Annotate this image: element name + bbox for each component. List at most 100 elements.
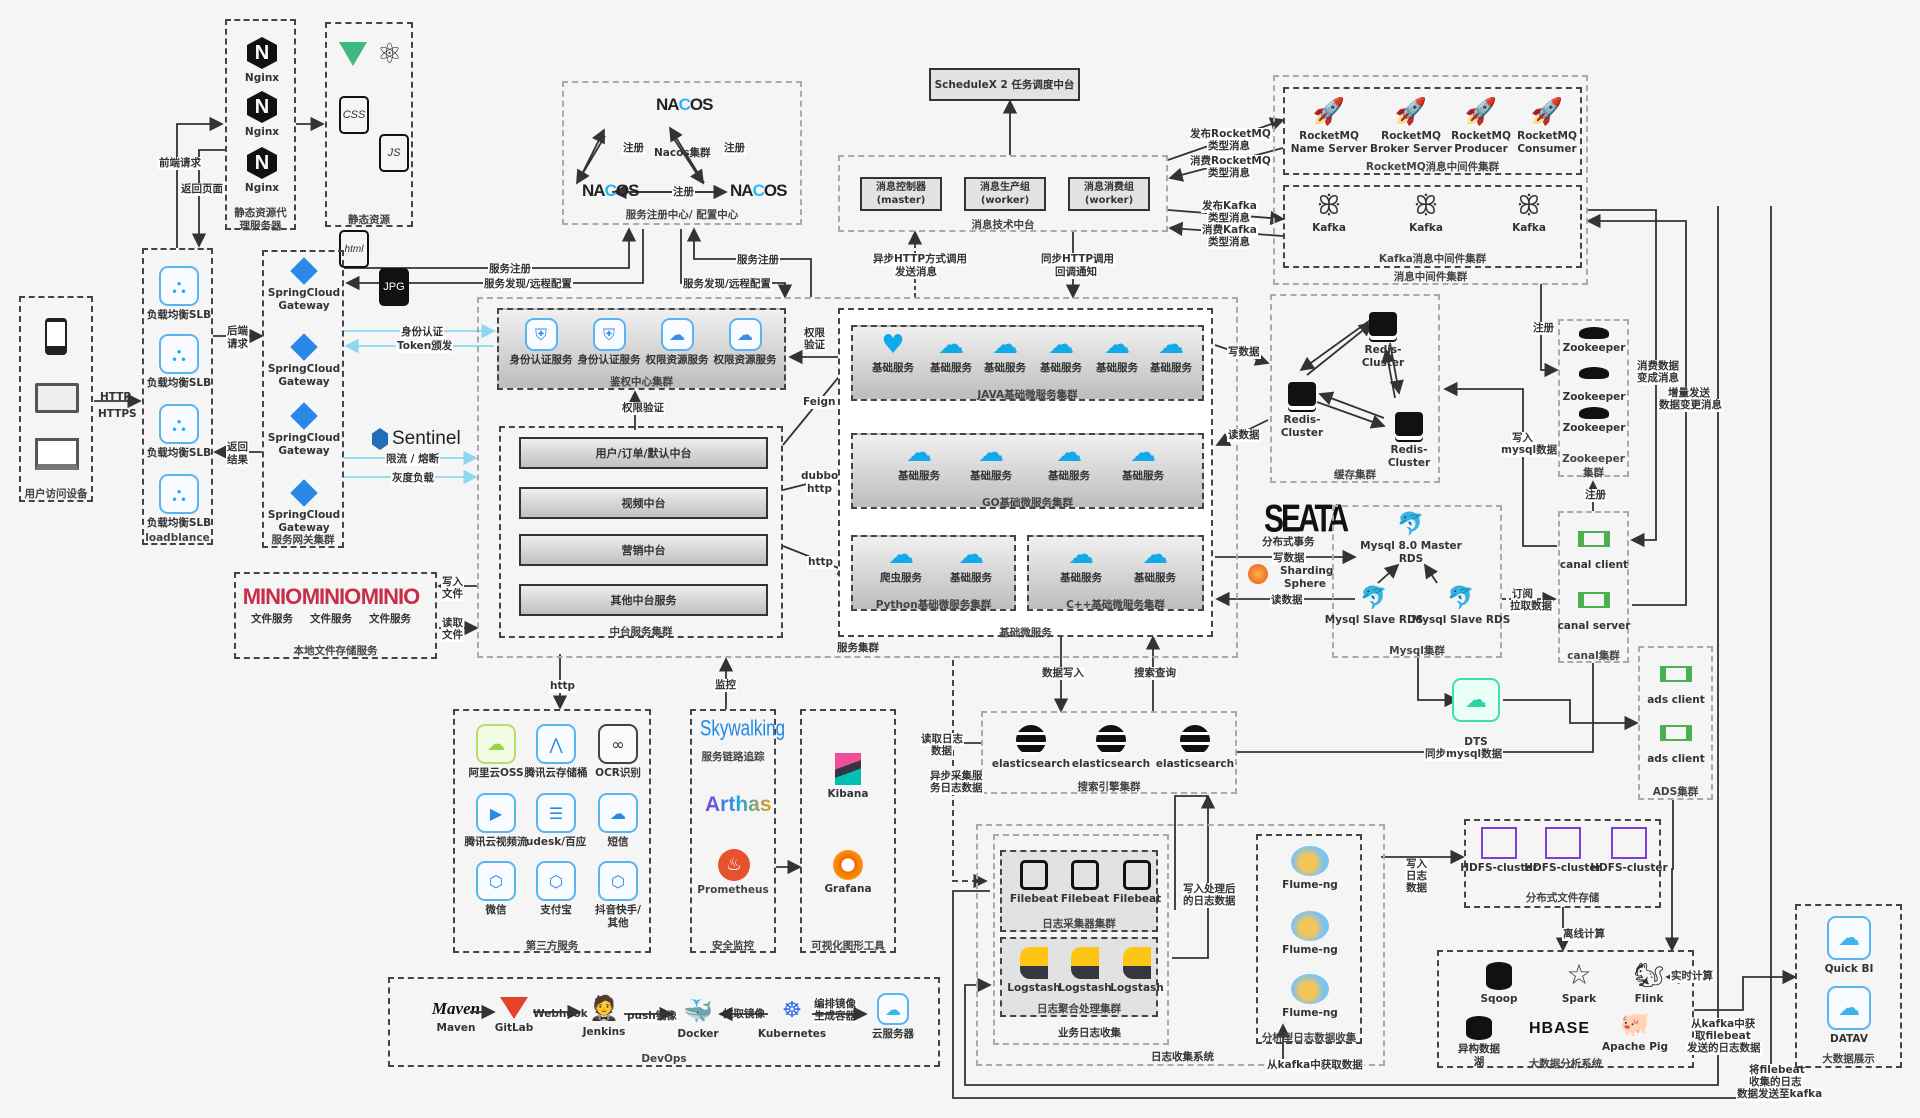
desktop-icon xyxy=(35,383,79,413)
cloud-icon: ☁ xyxy=(958,540,984,570)
go-node: ☁基础服务 xyxy=(1048,438,1090,482)
write-mysql-label-1: 写入 xyxy=(1511,432,1534,446)
from-kafka-fb-label-1: 从kafka中获 xyxy=(1690,1018,1757,1032)
gray-label: 灰度负载 xyxy=(391,472,435,486)
java-group: ♥基础服务 ☁基础服务 ☁基础服务 ☁基础服务 ☁基础服务 ☁基础服务 JAVA… xyxy=(851,325,1204,401)
logstash-icon xyxy=(1020,947,1048,979)
slb-node: ⛬负载均衡SLB xyxy=(131,266,227,322)
third-http-label: http xyxy=(549,680,577,694)
nacos-logo: NACOS xyxy=(730,181,787,200)
load-balancer-icon: ⛬ xyxy=(159,404,199,444)
register-label: 注册 xyxy=(1532,322,1555,336)
monitor-title: 安全监控 xyxy=(712,940,754,952)
perm-verify-label-2: 验证 xyxy=(803,339,826,353)
rocket-icon: 🚀 xyxy=(1464,97,1498,127)
cloud-icon: ☁ xyxy=(992,330,1018,360)
devops-node: 🐳Docker xyxy=(677,997,719,1040)
rocket-icon: 🚀 xyxy=(1530,97,1564,127)
sync-mysql-label: 同步mysql数据 xyxy=(1424,748,1504,762)
logstash-node: Logstash xyxy=(986,947,1082,995)
biz-log-title: 业务日志收集 xyxy=(1058,1027,1121,1039)
cloud-icon: ☁ xyxy=(1158,330,1184,360)
nginx-title-1: 静态资源代 xyxy=(234,207,287,219)
services-outer-group xyxy=(477,297,1238,658)
register-label: 注册 xyxy=(672,186,695,200)
slb-group: ⛬负载均衡SLB ⛬负载均衡SLB ⛬负载均衡SLB ⛬负载均衡SLB load… xyxy=(142,248,213,545)
logstash-title: 日志聚合处理集群 xyxy=(1037,1003,1121,1015)
cloud-icon: ☁ xyxy=(1048,330,1074,360)
auth-node: ⛨身份认证服务 xyxy=(561,318,657,367)
ads-icon xyxy=(1660,725,1692,741)
canal-node: canal client xyxy=(1546,531,1642,572)
redis-node: Redis-Cluster xyxy=(1361,412,1457,469)
hbase-logo: HBASE xyxy=(1529,1020,1591,1037)
java-node: ☁基础服务 xyxy=(1040,330,1082,374)
webhook-label: Webhook xyxy=(532,1008,589,1022)
elasticsearch-icon xyxy=(1016,725,1046,755)
logstash-icon xyxy=(1071,947,1099,979)
read-data-label: 读数据 xyxy=(1227,429,1261,443)
ads-title: ADS集群 xyxy=(1652,786,1699,798)
dts-icon: ☁ xyxy=(1452,678,1500,722)
hdfs-title: 分布式文件存储 xyxy=(1525,892,1600,904)
third-title: 第三方服务 xyxy=(525,940,579,952)
canal-node: canal server xyxy=(1546,592,1642,633)
redis-icon xyxy=(1395,412,1423,436)
search-title: 搜索引擎集群 xyxy=(1077,781,1141,793)
user-devices-group: 用户访问设备 xyxy=(19,296,93,502)
arthas-logo: Arthas xyxy=(705,793,772,816)
elasticsearch-icon xyxy=(1096,725,1126,755)
middle-item: 视频中台 xyxy=(519,487,768,519)
zookeeper-icon xyxy=(1579,327,1609,339)
flume-node: Flume-ng xyxy=(1262,846,1358,892)
kafka-icon: ꕥ xyxy=(1316,191,1342,221)
viz-group: Kibana Grafana 可视化图形工具 xyxy=(800,709,896,953)
elasticsearch-icon xyxy=(1180,725,1210,755)
pull-label: 拉取镜像 xyxy=(722,1008,766,1022)
line-gw-reg xyxy=(344,227,637,269)
from-kafka-label: 从kafka中获取数据 xyxy=(1266,1059,1364,1073)
hdfs-icon xyxy=(1611,827,1647,859)
consume-label-2: 变成消息 xyxy=(1636,372,1680,386)
mysql-title: Mysql集群 xyxy=(1389,645,1445,657)
display-node: ☁DATAV xyxy=(1801,986,1897,1046)
flume-group: Flume-ng Flume-ng Flume-ng 分析型日志数据收集 xyxy=(1256,834,1362,1044)
hdfs-icon xyxy=(1545,827,1581,859)
mq-title: 消息中间件集群 xyxy=(1393,271,1468,283)
css-file-icon: CSS xyxy=(339,96,369,134)
cpp-node: ☁基础服务 xyxy=(1060,540,1102,584)
flume-icon xyxy=(1291,846,1329,876)
display-group: ☁Quick BI ☁DATAV 大数据展示 xyxy=(1795,904,1902,1068)
java-node: ☁基础服务 xyxy=(1150,330,1192,374)
ads-group: ads client ads client ADS集群 xyxy=(1638,646,1713,800)
java-node: ☁基础服务 xyxy=(984,330,1026,374)
shield-icon: ⛨ xyxy=(524,318,558,351)
sharding-label-1: Sharding xyxy=(1280,565,1334,577)
datalake-icon xyxy=(1466,1016,1492,1040)
hdfs-node: HDFS-cluster xyxy=(1451,827,1547,875)
perm-verify-label: 权限验证 xyxy=(621,402,665,416)
js-file-icon: JS xyxy=(379,134,409,172)
devops-node: GitLab xyxy=(466,997,562,1035)
ads-node: ads client xyxy=(1628,666,1724,707)
search-group: elasticsearch elasticsearch elasticsearc… xyxy=(981,711,1237,794)
kibana-icon xyxy=(835,753,861,785)
front-request-label: 前端请求 xyxy=(158,157,202,171)
display-title: 大数据展示 xyxy=(1822,1053,1875,1065)
mysql-write-label: 写数据 xyxy=(1272,552,1306,566)
go-title: GO基础微服务集群 xyxy=(981,497,1074,509)
dubbo-http-label: http xyxy=(806,483,834,497)
sharding-icon xyxy=(1248,564,1268,584)
flume-icon xyxy=(1291,911,1329,941)
write-data-label: 写数据 xyxy=(1227,346,1261,360)
rocket-icon: 🚀 xyxy=(1312,97,1346,127)
grafana-icon xyxy=(833,850,863,880)
